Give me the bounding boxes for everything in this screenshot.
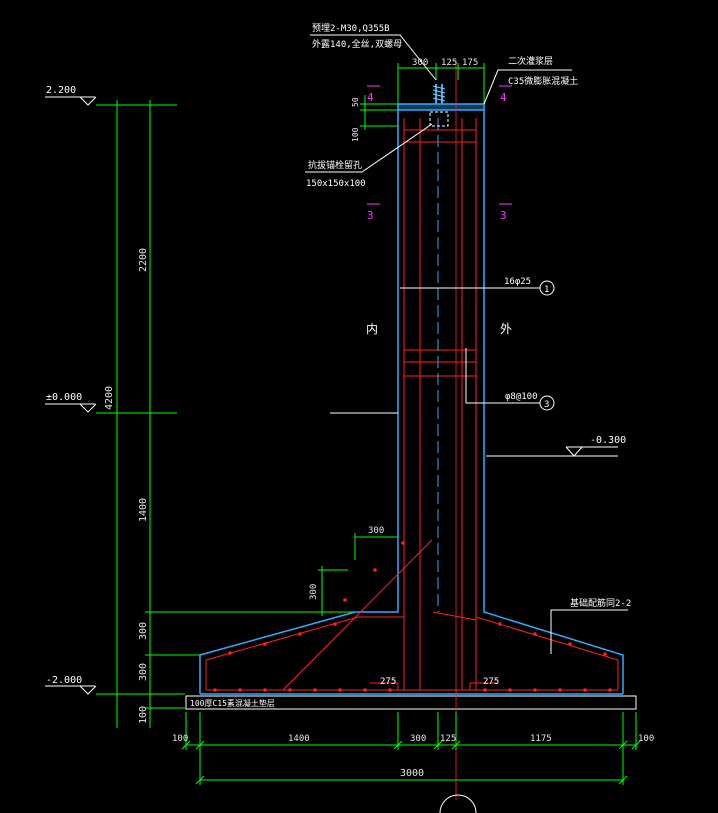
dim-top-300: 300 [412,58,428,68]
grout-layer [398,104,484,110]
dim-top-175: 175 [462,58,478,68]
level-top-label: 2.200 [46,85,76,96]
bedding-pad [185,695,637,710]
rebar-lines [205,118,619,691]
section-mark-3-right: 3 [499,203,512,222]
anchor-hole [429,111,449,127]
grout-note-leader [483,69,572,105]
dim-haunch-width: 300 [368,526,384,536]
dim-step1-height: 300 [138,622,149,640]
dim-top-125: 125 [441,58,457,68]
dim-top-50: 50 [351,97,360,107]
grout-note-line1: 二次灌浆层 [508,55,553,67]
svg-text:3: 3 [367,209,374,222]
anchor-bolt-icon [432,84,446,104]
dim-haunch-height: 300 [309,584,319,600]
dim-heel: 1175 [530,734,552,744]
dim-upper-height: 2200 [138,248,149,272]
bolt-note-line2: 外露140,全丝,双螺母 [312,38,402,50]
dim-cover-left: 275 [380,677,396,687]
level-marker-bottom: -2.000 [45,675,185,695]
dim-offset: 125 [440,734,456,744]
stirrup-tag: 3 [544,400,549,410]
bottom-note: 基础配筋同2-2 [570,597,631,609]
hole-note-line1: 抗拔锚栓留孔 [308,159,362,171]
grout-note-line2: C35微膨胀混凝土 [508,75,578,87]
stirrup-label: φ8@100 [505,392,538,402]
concrete-outline [199,103,624,695]
section-mark-4-right: 4 [499,85,512,104]
level-marker-outer: -0.300 [486,435,626,457]
dim-pad-right: 100 [638,734,654,744]
section-mark-4-left: 4 [367,85,380,104]
svg-text:4: 4 [500,91,507,104]
stirrup-leader [465,348,555,411]
vertical-dimension-chain [112,100,355,728]
svg-text:4: 4 [367,91,374,104]
dim-total-width: 3000 [400,768,424,779]
section-mark-3-left: 3 [367,203,380,222]
bolt-note-line1: 预埋2-M30,Q355B [312,23,390,34]
level-outer-label: -0.300 [590,435,626,446]
rebar-dots [213,541,612,692]
axis-bubble [439,794,477,813]
bedding-pad-note: 100厚C15素混凝土垫层 [190,698,275,708]
bottom-note-leader [550,609,628,654]
dim-toe: 1400 [288,734,310,744]
bolt-note-leader [310,34,437,81]
level-zero-label: ±0.000 [46,392,82,403]
svg-text:3: 3 [500,209,507,222]
dim-cover-right: 275 [483,677,499,687]
dim-pad-left: 100 [172,734,188,744]
main-bar-label: 16φ25 [504,277,531,287]
dim-top-100: 100 [351,127,360,142]
dim-total-height: 4200 [104,386,115,410]
label-outer: 外 [500,322,512,336]
main-bar-tag: 1 [544,285,549,295]
hole-note-line2: 150x150x100 [306,179,366,189]
label-inner: 内 [366,322,378,336]
level-marker-top: 2.200 [45,85,177,106]
dim-step2-height: 300 [138,663,149,681]
top-dimensions [360,63,485,130]
haunch-dimensions [318,533,398,616]
horizontal-dimension-chain [181,712,641,785]
main-bar-leader [400,280,555,296]
dim-pad-height: 100 [138,706,149,724]
level-bottom-label: -2.000 [46,675,82,686]
dim-middle-height: 1400 [138,498,149,522]
hole-note-leader [305,123,433,173]
dim-wall: 300 [410,734,426,744]
